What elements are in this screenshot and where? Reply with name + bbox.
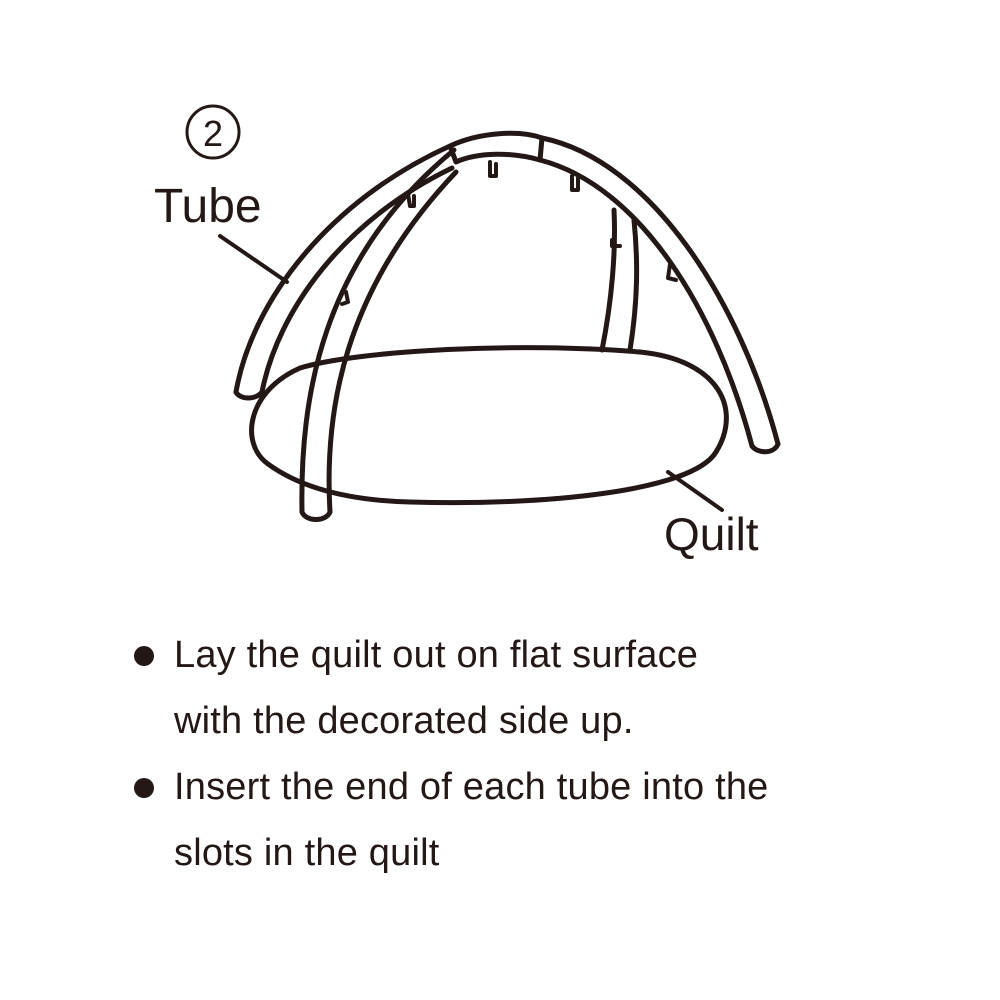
tube-left-outer <box>233 143 453 395</box>
play-gym-illustration: 2 Tube Quilt <box>154 104 781 560</box>
instruction-item: Lay the quilt out on flat surface with t… <box>132 622 972 754</box>
tube-front-left <box>299 147 457 515</box>
quilt-mat <box>249 345 729 506</box>
tube-label: Tube <box>154 180 262 233</box>
tube-front-end <box>299 509 333 522</box>
quilt-label: Quilt <box>664 508 759 560</box>
tube-leader-line <box>218 234 289 284</box>
tube-right-outer <box>539 135 781 447</box>
tube-back-leg <box>599 207 617 353</box>
tube-front-left-inner <box>326 169 459 515</box>
tube-right-end <box>749 441 781 455</box>
instruction-line: slots in the quilt <box>174 832 440 874</box>
tube-right-inner <box>537 157 755 449</box>
instruction-line: Lay the quilt out on flat surface <box>174 634 699 676</box>
instruction-line: with the decorated side up. <box>174 700 634 742</box>
toy-hooks <box>340 160 678 306</box>
bullet-icon <box>134 778 154 798</box>
tube-left-end <box>233 389 265 401</box>
tube-back-leg-inner <box>627 217 640 353</box>
step-number: 2 <box>203 113 223 154</box>
bullet-icon <box>134 646 154 666</box>
tube-connector-top <box>447 130 545 165</box>
step-number-badge: 2 <box>185 104 241 160</box>
quilt-leader-line <box>666 470 724 512</box>
instruction-list: Lay the quilt out on flat surface with t… <box>132 622 972 886</box>
instruction-line: Insert the end of each tube into the <box>174 766 769 808</box>
instruction-item: Insert the end of each tube into the slo… <box>132 754 972 886</box>
